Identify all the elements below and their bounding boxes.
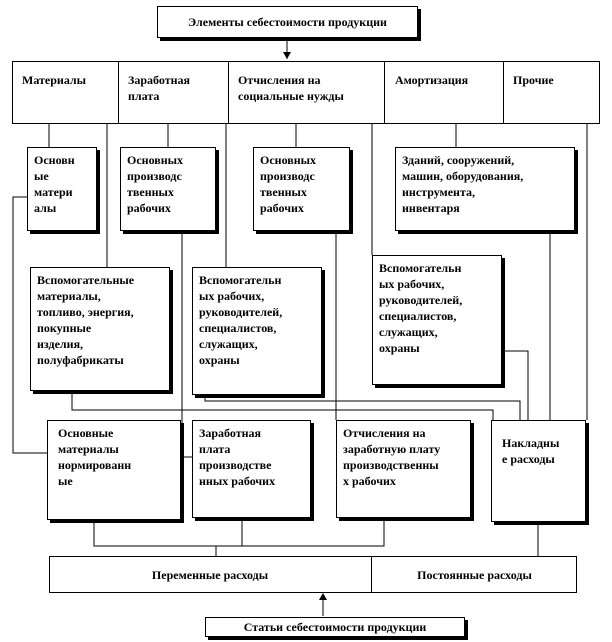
amortization-objects-box: Зданий, сооружений, машин, оборудования,… [395, 147, 575, 231]
header-divider [384, 61, 385, 124]
main-workers-wage-box: Основных производс твенных рабочих [120, 147, 216, 231]
article-social-contributions: Отчисления на заработную плату производс… [336, 420, 471, 518]
main-workers-social-box: Основных производс твенных рабочих [253, 147, 350, 231]
cost-types-divider [371, 556, 372, 593]
variable-costs-label: Переменные расходы [151, 567, 269, 582]
element-materials: Материалы [22, 73, 87, 87]
main-materials-box: Основн ые матери алы [27, 147, 97, 231]
header-divider [228, 61, 229, 124]
article-main-materials: Основные материалы нормированн ые [47, 420, 181, 520]
cost-types-bar [49, 556, 577, 593]
cost-elements-title-text: Элементы себестоимости продукции [188, 15, 387, 29]
element-social: Отчисления на социальные нужды [238, 73, 344, 103]
fixed-costs-label: Постоянные расходы [417, 567, 532, 582]
cost-articles-title: Статьи себестоимости продукции [205, 617, 465, 637]
aux-workers-wage-box: Вспомогательн ых рабочих, руководителей,… [192, 267, 322, 395]
header-divider [503, 61, 504, 124]
cost-articles-title-text: Статьи себестоимости продукции [243, 620, 427, 634]
elements-header-row [12, 61, 600, 124]
element-amortization: Амортизация [395, 73, 469, 87]
cost-elements-title: Элементы себестоимости продукции [157, 6, 418, 38]
aux-workers-amort-box: Вспомогательн ых рабочих, руководителей,… [372, 255, 502, 385]
article-overhead-label: Накладны е расходы [502, 436, 560, 466]
element-wages: Заработная плата [128, 73, 190, 103]
element-other: Прочие [513, 73, 554, 87]
aux-materials-box: Вспомогательные материалы, топливо, энер… [30, 267, 170, 391]
article-overhead: Накладны е расходы [491, 420, 586, 522]
header-divider [118, 61, 119, 124]
article-wage-workers: Заработная плата производстве нных рабоч… [192, 420, 311, 518]
